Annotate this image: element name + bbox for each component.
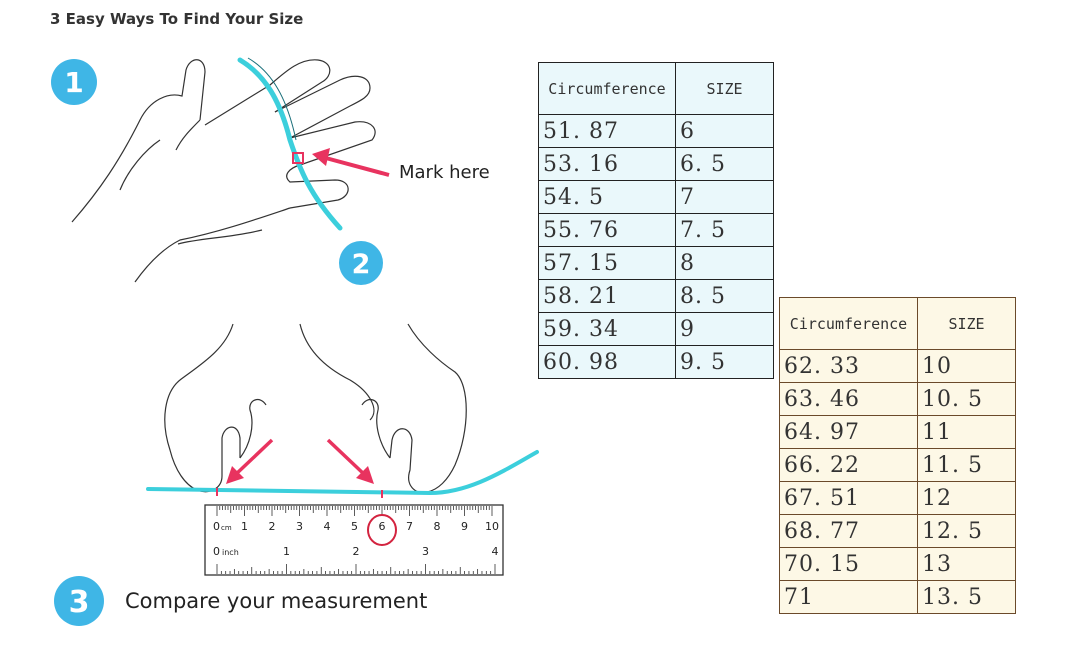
size-cell: 11. 5: [917, 448, 1016, 482]
circumference-cell: 67. 51: [779, 481, 918, 515]
circumference-cell: 59. 34: [538, 312, 676, 346]
hands-on-ruler: [164, 323, 467, 494]
size-cell: 12. 5: [917, 514, 1016, 548]
size-cell: 7: [675, 180, 774, 214]
header-size: SIZE: [675, 62, 774, 115]
size-cell: 12: [917, 481, 1016, 515]
size-cell: 11: [917, 415, 1016, 449]
header-size: SIZE: [917, 297, 1016, 350]
ruler-inch-label: inch: [222, 548, 239, 557]
ruler-cm-tick-label: 9: [461, 520, 468, 533]
size-cell: 10: [917, 349, 1016, 383]
circumference-cell: 54. 5: [538, 180, 676, 214]
circumference-cell: 66. 22: [779, 448, 918, 482]
size-cell: 6. 5: [675, 147, 774, 181]
size-cell: 8. 5: [675, 279, 774, 313]
step-3-badge: 3: [54, 576, 104, 626]
step-1-badge: 1: [51, 59, 97, 105]
circumference-cell: 58. 21: [538, 279, 676, 313]
header-circumference: Circumference: [779, 297, 918, 350]
string-on-ruler: [146, 450, 539, 496]
circumference-cell: 64. 97: [779, 415, 918, 449]
circumference-cell: 71: [779, 580, 918, 614]
ruler-inch-tick-label: 2: [353, 545, 360, 558]
size-cell: 13: [917, 547, 1016, 581]
page-title: 3 Easy Ways To Find Your Size: [50, 10, 304, 28]
circumference-cell: 68. 77: [779, 514, 918, 548]
ruler-cm-tick-label: 6: [379, 520, 386, 533]
ruler-inch-tick-label: 1: [283, 545, 290, 558]
ruler-cm-tick-label: 2: [269, 520, 276, 533]
mark-arrow: [312, 148, 390, 177]
ruler-cm-tick-label: 8: [434, 520, 441, 533]
size-cell: 9. 5: [675, 345, 774, 379]
hand-illustration: [71, 59, 376, 283]
circumference-cell: 62. 33: [779, 349, 918, 383]
size-cell: 6: [675, 114, 774, 148]
step-1-number: 1: [64, 66, 83, 99]
circumference-cell: 63. 46: [779, 382, 918, 416]
ruler-cm-tick-label: 7: [406, 520, 413, 533]
string-mark: [292, 152, 304, 164]
ruler-cm-zero: 0: [213, 520, 220, 533]
ruler-cm-tick-label: 10: [485, 520, 499, 533]
size-cell: 7. 5: [675, 213, 774, 247]
ruler-cm-tick-label: 3: [296, 520, 303, 533]
ruler-inch-tick-label: 3: [422, 545, 429, 558]
ruler-cm-label: cm: [221, 524, 232, 532]
ruler-inch-zero: 0: [213, 545, 220, 558]
circled-measurement: [367, 514, 397, 546]
ruler-arrow-left: [226, 438, 274, 484]
ruler-cm-tick-label: 4: [324, 520, 331, 533]
step-2-number: 2: [352, 249, 371, 280]
ruler-cm-tick-label: 5: [351, 520, 358, 533]
circumference-cell: 60. 98: [538, 345, 676, 379]
ruler-arrow-right: [326, 438, 374, 484]
size-cell: 9: [675, 312, 774, 346]
step-3-number: 3: [69, 585, 90, 620]
circumference-cell: 57. 15: [538, 246, 676, 280]
circumference-cell: 53. 16: [538, 147, 676, 181]
size-cell: 13. 5: [917, 580, 1016, 614]
step-3-label: Compare your measurement: [125, 589, 428, 613]
size-cell: 10. 5: [917, 382, 1016, 416]
mark-here-label: Mark here: [399, 162, 490, 183]
circumference-cell: 55. 76: [538, 213, 676, 247]
ruler-cm-tick-label: 1: [241, 520, 248, 533]
step-2-badge: 2: [339, 241, 383, 285]
circumference-cell: 51. 87: [538, 114, 676, 148]
size-cell: 8: [675, 246, 774, 280]
circumference-cell: 70. 15: [779, 547, 918, 581]
header-circumference: Circumference: [538, 62, 676, 115]
measuring-string: [237, 57, 343, 231]
ruler-inch-tick-label: 4: [492, 545, 499, 558]
